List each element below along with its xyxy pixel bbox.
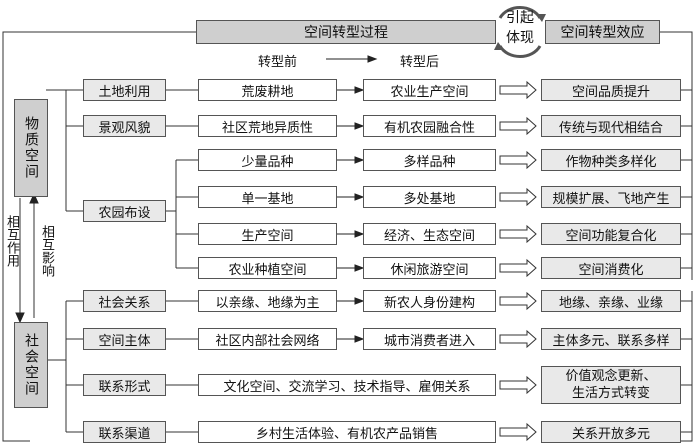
effect-r2: 传统与现代相结合 bbox=[541, 115, 681, 137]
after-r3: 多样品种 bbox=[363, 149, 496, 171]
category-space-subject: 空间主体 bbox=[83, 328, 166, 350]
before-r1: 荒废耕地 bbox=[198, 79, 337, 101]
effect-r9-line1: 价值观念更新、 bbox=[565, 369, 657, 384]
link-line2: 体现 bbox=[506, 30, 534, 46]
combined-r10: 乡村生活体验、有机农产品销售 bbox=[198, 421, 496, 443]
effect-r10: 关系开放多元 bbox=[541, 421, 681, 443]
category-landscape: 景观风貌 bbox=[83, 115, 166, 137]
category-social-relation: 社会关系 bbox=[83, 290, 166, 312]
category-land-use: 土地利用 bbox=[83, 79, 166, 101]
category-link-channel: 联系渠道 bbox=[83, 421, 166, 443]
before-r3: 少量品种 bbox=[198, 149, 337, 171]
effect-r5: 空间功能复合化 bbox=[541, 223, 681, 245]
after-r4: 多处基地 bbox=[363, 186, 496, 208]
before-label: 转型前 bbox=[258, 55, 298, 70]
link-label: 引起 体现 bbox=[502, 8, 538, 48]
interact-line2: 作用 bbox=[4, 241, 19, 267]
process-title: 空间转型过程 bbox=[196, 20, 496, 44]
after-r6: 休闲旅游空间 bbox=[363, 257, 496, 279]
effect-r6: 空间消费化 bbox=[541, 257, 681, 279]
material-space-box: 物质空间 bbox=[14, 99, 48, 197]
influence-line2: 影响 bbox=[39, 251, 54, 277]
category-orchard-layout: 农园布设 bbox=[83, 200, 166, 222]
after-r5: 经济、生态空间 bbox=[363, 223, 496, 245]
interact-label: 相互 作用 bbox=[3, 215, 19, 267]
after-r7: 新农人身份建构 bbox=[363, 290, 496, 312]
before-r6: 农业种植空间 bbox=[198, 257, 337, 279]
effect-r8: 主体多元、联系多样 bbox=[541, 328, 681, 350]
before-r7: 以亲缘、地缘为主 bbox=[198, 290, 337, 312]
effect-title: 空间转型效应 bbox=[545, 20, 660, 44]
effect-r9: 价值观念更新、 生活方式转变 bbox=[541, 366, 681, 404]
effect-r4: 规模扩展、飞地产生 bbox=[541, 186, 681, 208]
interact-line1: 相互 bbox=[4, 215, 19, 241]
influence-line1: 相互 bbox=[39, 225, 54, 251]
effect-r9-line2: 生活方式转变 bbox=[571, 386, 650, 401]
effect-r1: 空间品质提升 bbox=[541, 79, 681, 101]
influence-label: 相互 影响 bbox=[38, 225, 54, 277]
before-r8: 社区内部社会网络 bbox=[198, 328, 337, 350]
after-r8: 城市消费者进入 bbox=[363, 328, 496, 350]
before-r5: 生产空间 bbox=[198, 223, 337, 245]
before-r4: 单一基地 bbox=[198, 186, 337, 208]
category-link-form: 联系形式 bbox=[83, 374, 166, 396]
effect-r3: 作物种类多样化 bbox=[541, 149, 681, 171]
combined-r9: 文化空间、交流学习、技术指导、雇佣关系 bbox=[198, 374, 496, 396]
after-label: 转型后 bbox=[400, 55, 440, 70]
after-r2: 有机农园融合性 bbox=[363, 115, 496, 137]
social-space-box: 社会空间 bbox=[14, 322, 48, 408]
before-r2: 社区荒地异质性 bbox=[198, 115, 337, 137]
link-line1: 引起 bbox=[506, 10, 534, 26]
effect-r7: 地缘、亲缘、业缘 bbox=[541, 290, 681, 312]
after-r1: 农业生产空间 bbox=[363, 79, 496, 101]
